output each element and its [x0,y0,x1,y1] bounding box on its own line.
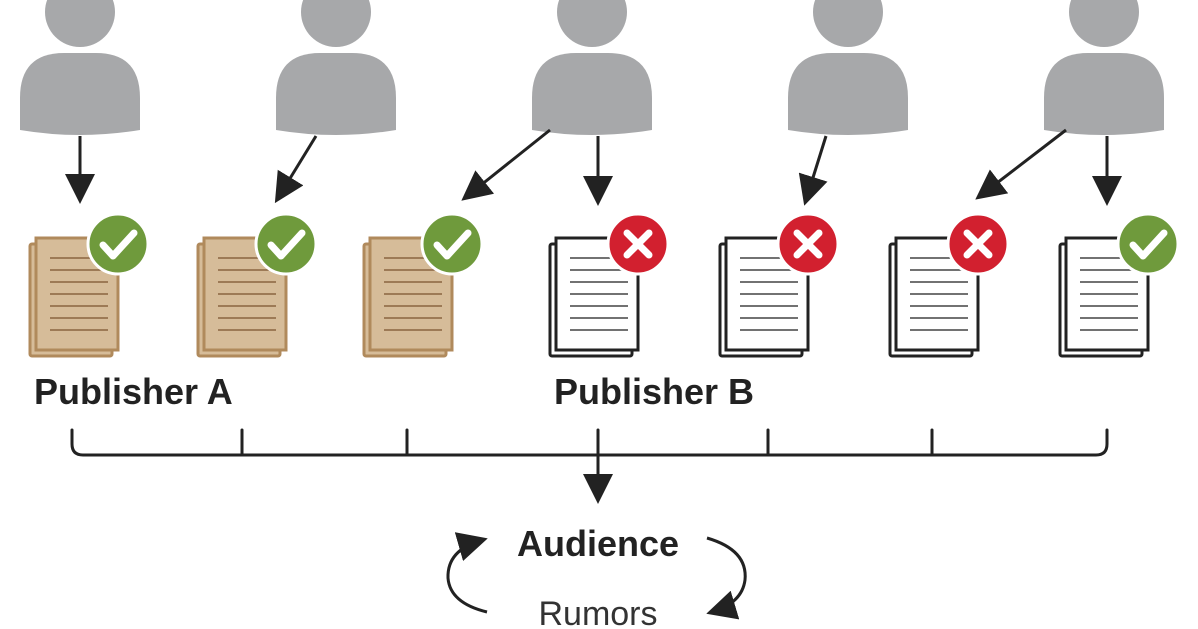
audience-bracket [70,428,1109,504]
rumors-label: Rumors [538,595,657,629]
cross-badge-icon [606,212,670,276]
person-icon [276,0,396,135]
source-arrows [65,128,1122,206]
cycle-arrow-left [446,532,488,614]
source-arrow [798,135,828,206]
publisher-b-document-icon [888,212,1010,358]
people-row [20,0,1164,135]
publisher-b-label: Publisher B [554,371,754,412]
check-badge-icon [1116,212,1180,276]
publisher-b-document-icon [1058,212,1180,358]
cycle-arrow-right [706,536,747,620]
source-arrow [975,128,1067,200]
publisher-a-document-icon [28,212,150,358]
check-badge-icon [420,212,484,276]
source-arrow [461,128,551,201]
check-badge-icon [254,212,318,276]
person-icon [1044,0,1164,135]
audience-label: Audience [517,523,679,564]
rumor-cycle-arrows [446,532,747,620]
person-icon [532,0,652,135]
publisher-a-label: Publisher A [34,371,233,412]
source-arrow [274,135,318,204]
documents-row [28,212,1180,358]
publisher-a-document-icon [196,212,318,358]
publisher-b-document-icon [718,212,840,358]
check-badge-icon [86,212,150,276]
publisher-a-document-icon [362,212,484,358]
cross-badge-icon [946,212,1010,276]
person-icon [20,0,140,135]
cross-badge-icon [776,212,840,276]
person-icon [788,0,908,135]
publisher-b-document-icon [548,212,670,358]
